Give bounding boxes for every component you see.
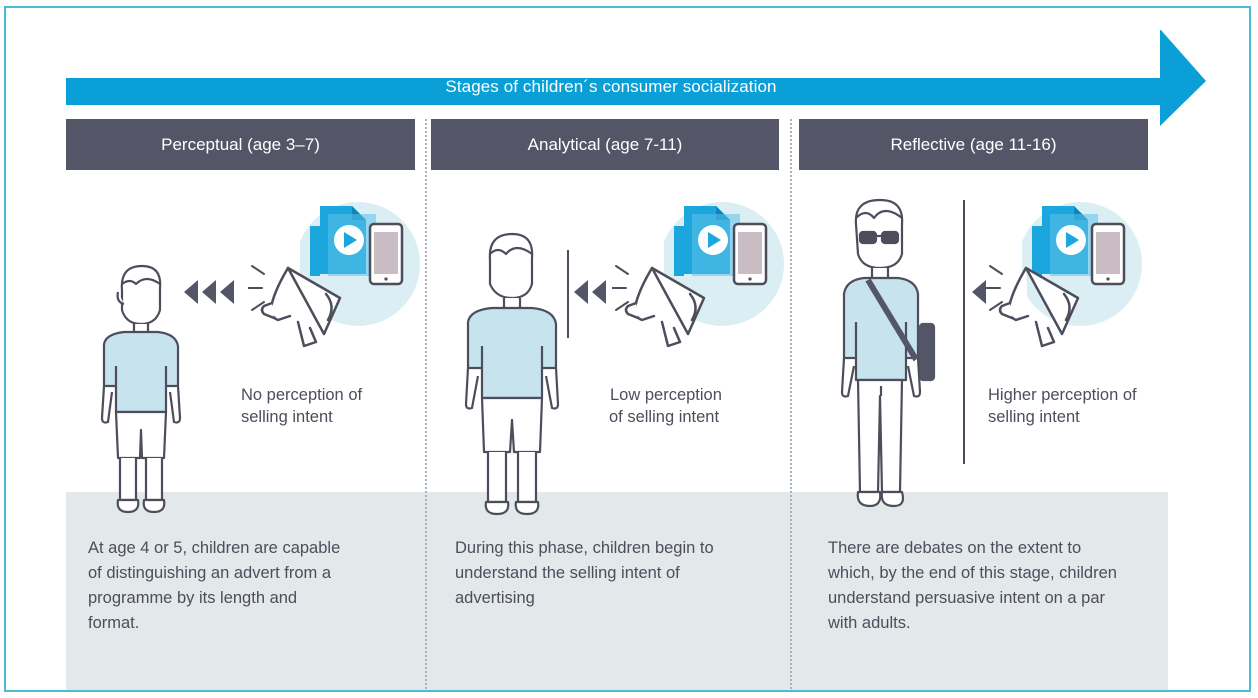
description-line: understand persuasive intent on a par <box>828 589 1106 607</box>
description-analytical: During this phase, children begin to und… <box>455 536 714 611</box>
description-band <box>66 492 1168 690</box>
sound-ticks <box>248 265 265 311</box>
perception-label-perceptual: No perception of selling intent <box>241 384 362 428</box>
perception-line: selling intent <box>988 408 1080 426</box>
chevron-arrows-icon <box>184 280 234 304</box>
megaphone-icon <box>260 266 342 348</box>
perception-line: Higher perception of <box>988 386 1137 404</box>
child-figure <box>464 232 560 516</box>
stages-banner: Stages of children´s consumer socializat… <box>66 30 1206 130</box>
megaphone-icon <box>998 266 1080 348</box>
perception-label-analytical: Low perception of selling intent <box>609 384 722 428</box>
description-line: with adults. <box>828 614 911 632</box>
perception-line: Low perception <box>610 386 722 404</box>
megaphone-icon <box>624 266 706 348</box>
perception-line: of selling intent <box>609 408 720 426</box>
stage-heading-perceptual: Perceptual (age 3–7) <box>66 119 415 170</box>
description-line: During this phase, children begin to <box>455 539 714 557</box>
perception-label-reflective: Higher perception of selling intent <box>988 384 1137 428</box>
description-line: format. <box>88 614 140 632</box>
description-line: which, by the end of this stage, childre… <box>828 564 1117 582</box>
child-figure <box>100 264 182 514</box>
description-line: understand the selling intent of <box>455 564 680 582</box>
teen-figure <box>840 198 936 508</box>
perception-line: No perception of <box>241 386 363 404</box>
description-perceptual: At age 4 or 5, children are capable of d… <box>88 536 340 636</box>
stage-heading-analytical: Analytical (age 7-11) <box>431 119 779 170</box>
description-reflective: There are debates on the extent to which… <box>828 536 1117 636</box>
banner-arrow-shape <box>66 30 1206 126</box>
barrier-line <box>963 200 965 464</box>
description-line: At age 4 or 5, children are capable <box>88 539 341 557</box>
description-line: advertising <box>455 589 535 607</box>
chevron-arrows-icon <box>574 280 606 304</box>
column-divider <box>790 119 792 689</box>
stage-heading-reflective: Reflective (age 11-16) <box>799 119 1148 170</box>
column-divider <box>425 119 427 689</box>
description-line: programme by its length and <box>88 589 298 607</box>
description-line: There are debates on the extent to <box>828 539 1082 557</box>
barrier-line <box>567 250 569 338</box>
banner-title: Stages of children´s consumer socializat… <box>445 77 777 96</box>
chevron-arrow-icon <box>972 280 986 304</box>
sound-ticks <box>612 265 629 311</box>
description-line: of distinguishing an advert from a <box>88 564 332 582</box>
perception-line: selling intent <box>241 408 333 426</box>
